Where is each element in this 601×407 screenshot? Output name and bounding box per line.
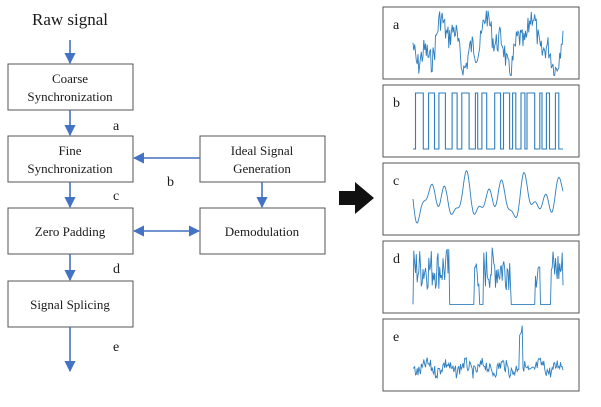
coarse-line-2: Synchronization (27, 89, 113, 104)
coarse-line-1: Coarse (52, 71, 88, 86)
waveform-a (412, 10, 564, 76)
demod-line-1: Demodulation (225, 224, 300, 239)
waveform-e (412, 325, 564, 380)
big-right-arrow (339, 182, 374, 214)
box-signal-splicing: Signal Splicing (7, 280, 134, 328)
label-d: d (113, 262, 120, 277)
panel-letter: c (393, 174, 399, 189)
panel-letter: d (393, 252, 400, 267)
label-b: b (167, 175, 174, 190)
label-a: a (113, 119, 120, 134)
zero-line-1: Zero Padding (35, 224, 106, 239)
ideal-line-2: Generation (233, 161, 291, 176)
ideal-line-1: Ideal Signal (231, 143, 294, 158)
splice-line-1: Signal Splicing (30, 297, 110, 312)
label-c: c (113, 189, 119, 204)
panel-e: e (382, 318, 580, 392)
label-e: e (113, 340, 119, 355)
waveform-d (412, 247, 564, 305)
panel-letter: b (393, 96, 400, 111)
panel-d: d (382, 240, 580, 314)
box-coarse-sync: Coarse Synchronization (7, 63, 134, 111)
panel-frame (382, 318, 580, 392)
fine-line-1: Fine (58, 143, 81, 158)
panel-letter: a (393, 18, 400, 33)
panel-b: b (382, 84, 580, 158)
waveform-b (413, 92, 563, 150)
panel-frame (382, 240, 580, 314)
fine-line-2: Synchronization (27, 161, 113, 176)
waveform-c (412, 169, 564, 224)
panel-frame (382, 6, 580, 80)
box-zero-padding: Zero Padding (7, 207, 134, 255)
panel-letter: e (393, 330, 399, 345)
box-demodulation: Demodulation (199, 207, 326, 255)
panel-c: c (382, 162, 580, 236)
raw-signal-label: Raw signal (32, 10, 108, 29)
signal-panels: a b c d e (382, 6, 580, 392)
box-ideal-signal: Ideal Signal Generation (199, 135, 326, 183)
panel-a: a (382, 6, 580, 80)
panel-frame (382, 162, 580, 236)
box-fine-sync: Fine Synchronization (7, 135, 134, 183)
